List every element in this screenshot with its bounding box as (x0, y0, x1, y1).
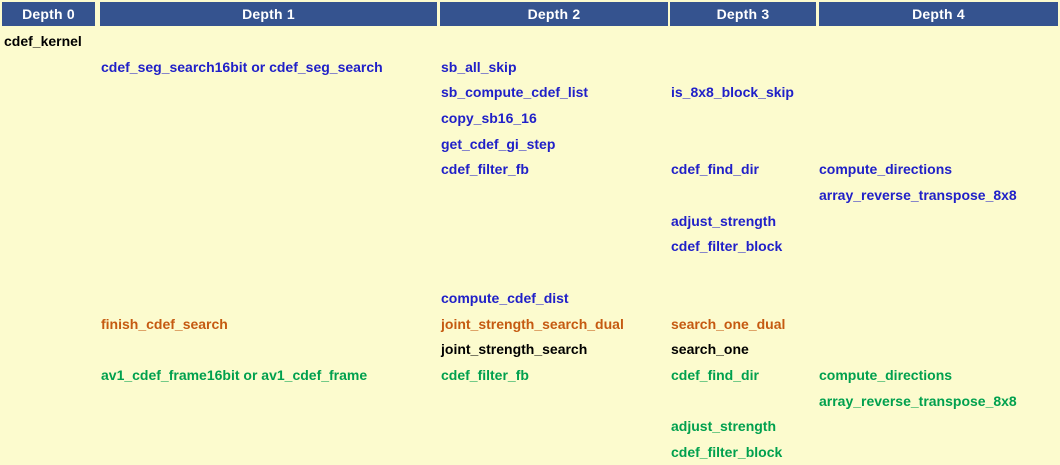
table-row: finish_cdef_search joint_strength_search_… (0, 311, 1060, 337)
column-header-depth2[interactable]: Depth 2 (440, 2, 668, 26)
cell-depth4-compute-directions[interactable]: compute_directions (819, 366, 953, 383)
column-header-depth3[interactable]: Depth 3 (670, 2, 816, 26)
cell-depth2-sb-all-skip[interactable]: sb_all_skip (441, 58, 517, 75)
cell-depth4-array-reverse-transpose-8x8[interactable]: array_reverse_transpose_8x8 (819, 187, 1017, 204)
cell-depth3-is-8x8-block-skip[interactable]: is_8x8_block_skip (671, 84, 794, 101)
cell-depth2-joint-strength-search-dual[interactable]: joint_strength_search_dual (441, 315, 624, 332)
cell-depth0-cdef-kernel[interactable]: cdef_kernel (4, 32, 82, 49)
cell-depth1-cdef-seg-search16bit-or-cdef-seg-search[interactable]: cdef_seg_search16bit or cdef_seg_search (101, 58, 383, 75)
cell-depth3-cdef-filter-block[interactable]: cdef_filter_block (671, 444, 783, 461)
cell-depth4-array-reverse-transpose-8x8[interactable]: array_reverse_transpose_8x8 (819, 392, 1017, 409)
cell-depth3-cdef-find-dir[interactable]: cdef_find_dir (671, 366, 759, 383)
table-row: joint_strength_search search_one (0, 336, 1060, 362)
table-row: adjust_strength (0, 208, 1060, 234)
cell-depth3-cdef-find-dir[interactable]: cdef_find_dir (671, 161, 759, 178)
cell-depth2-get-cdef-gi-step[interactable]: get_cdef_gi_step (441, 135, 556, 152)
table-row: get_cdef_gi_step (0, 131, 1060, 157)
cell-depth2-cdef-filter-fb[interactable]: cdef_filter_fb (441, 366, 529, 383)
table-row: copy_sb16_16 (0, 105, 1060, 131)
cell-depth4-compute-directions[interactable]: compute_directions (819, 161, 953, 178)
table-row: cdef_filter_block (0, 234, 1060, 260)
cell-depth2-sb-compute-cdef-list[interactable]: sb_compute_cdef_list (441, 84, 589, 101)
table-row: sb_compute_cdef_list is_8x8_block_skip (0, 79, 1060, 105)
column-header-depth4[interactable]: Depth 4 (819, 2, 1058, 26)
cell-depth2-compute-cdef-dist[interactable]: compute_cdef_dist (441, 289, 569, 306)
cell-depth1-finish-cdef-search[interactable]: finish_cdef_search (101, 315, 228, 332)
table-row: array_reverse_transpose_8x8 (0, 388, 1060, 414)
table-row: cdef_filter_block (0, 439, 1060, 465)
table-row: cdef_seg_search16bit or cdef_seg_search s… (0, 54, 1060, 80)
cell-depth3-cdef-filter-block[interactable]: cdef_filter_block (671, 238, 783, 255)
cell-depth2-copy-sb16-16[interactable]: copy_sb16_16 (441, 109, 537, 126)
cell-depth3-adjust-strength[interactable]: adjust_strength (671, 418, 777, 435)
table-row: adjust_strength (0, 414, 1060, 440)
cell-depth3-adjust-strength[interactable]: adjust_strength (671, 212, 777, 229)
table-row: cdef_filter_fb cdef_find_dir compute_direc… (0, 157, 1060, 183)
cell-depth2-cdef-filter-fb[interactable]: cdef_filter_fb (441, 161, 529, 178)
column-header-depth1[interactable]: Depth 1 (100, 2, 437, 26)
cell-depth3-search-one[interactable]: search_one (671, 341, 749, 358)
table-row: array_reverse_transpose_8x8 (0, 182, 1060, 208)
table-row: av1_cdef_frame16bit or av1_cdef_frame cde… (0, 362, 1060, 388)
table-row (0, 259, 1060, 285)
column-header-depth0[interactable]: Depth 0 (2, 2, 95, 26)
table-row: compute_cdef_dist (0, 285, 1060, 311)
cell-depth1-av1-cdef-frame16bit-or-av1-cdef-frame[interactable]: av1_cdef_frame16bit or av1_cdef_frame (101, 366, 368, 383)
cell-depth2-joint-strength-search[interactable]: joint_strength_search (441, 341, 588, 358)
table-row: cdef_kernel (0, 28, 1060, 54)
cell-depth3-search-one-dual[interactable]: search_one_dual (671, 315, 786, 332)
table-body: cdef_kernel cdef_seg_search16bit or cdef_… (0, 28, 1060, 460)
